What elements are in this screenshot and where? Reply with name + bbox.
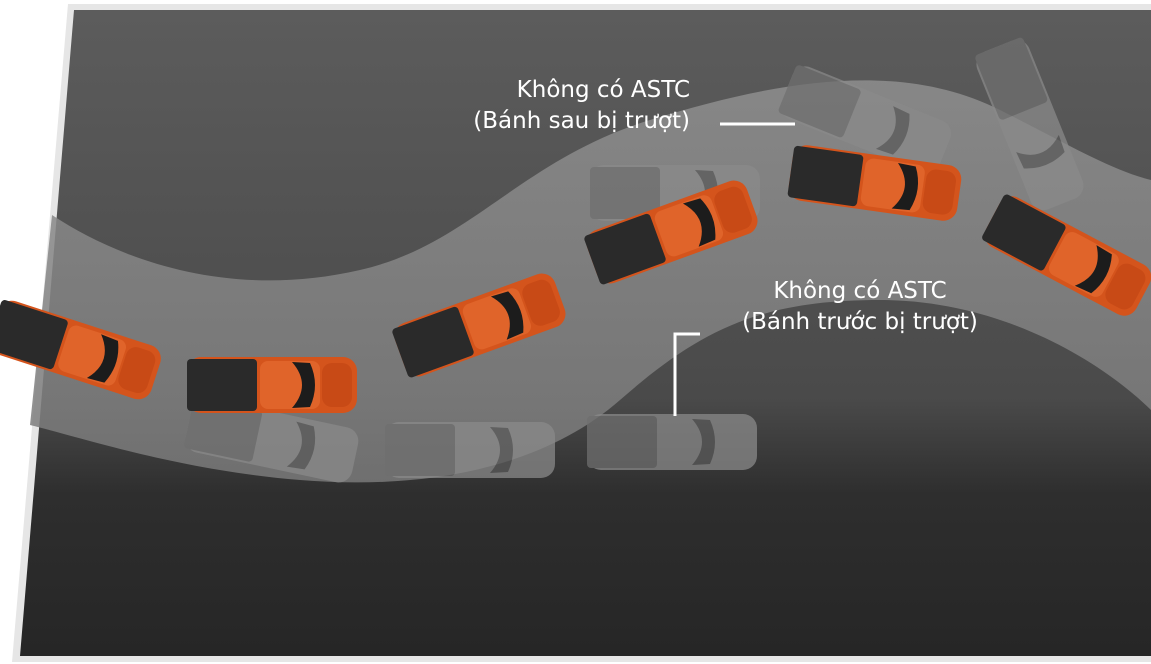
ghost-car [587, 414, 757, 470]
label-line: (Bánh trước bị trượt) [742, 309, 978, 335]
label-line: Không có ASTC [516, 77, 690, 103]
callout-line-front [673, 332, 700, 416]
label-line: Không có ASTC [773, 278, 947, 304]
ghost-car [385, 422, 555, 478]
car [187, 357, 357, 413]
label-rear-skid: Không có ASTC (Bánh sau bị trượt) [440, 75, 690, 137]
label-front-skid: Không có ASTC (Bánh trước bị trượt) [700, 276, 1020, 338]
label-line: (Bánh sau bị trượt) [473, 108, 690, 134]
